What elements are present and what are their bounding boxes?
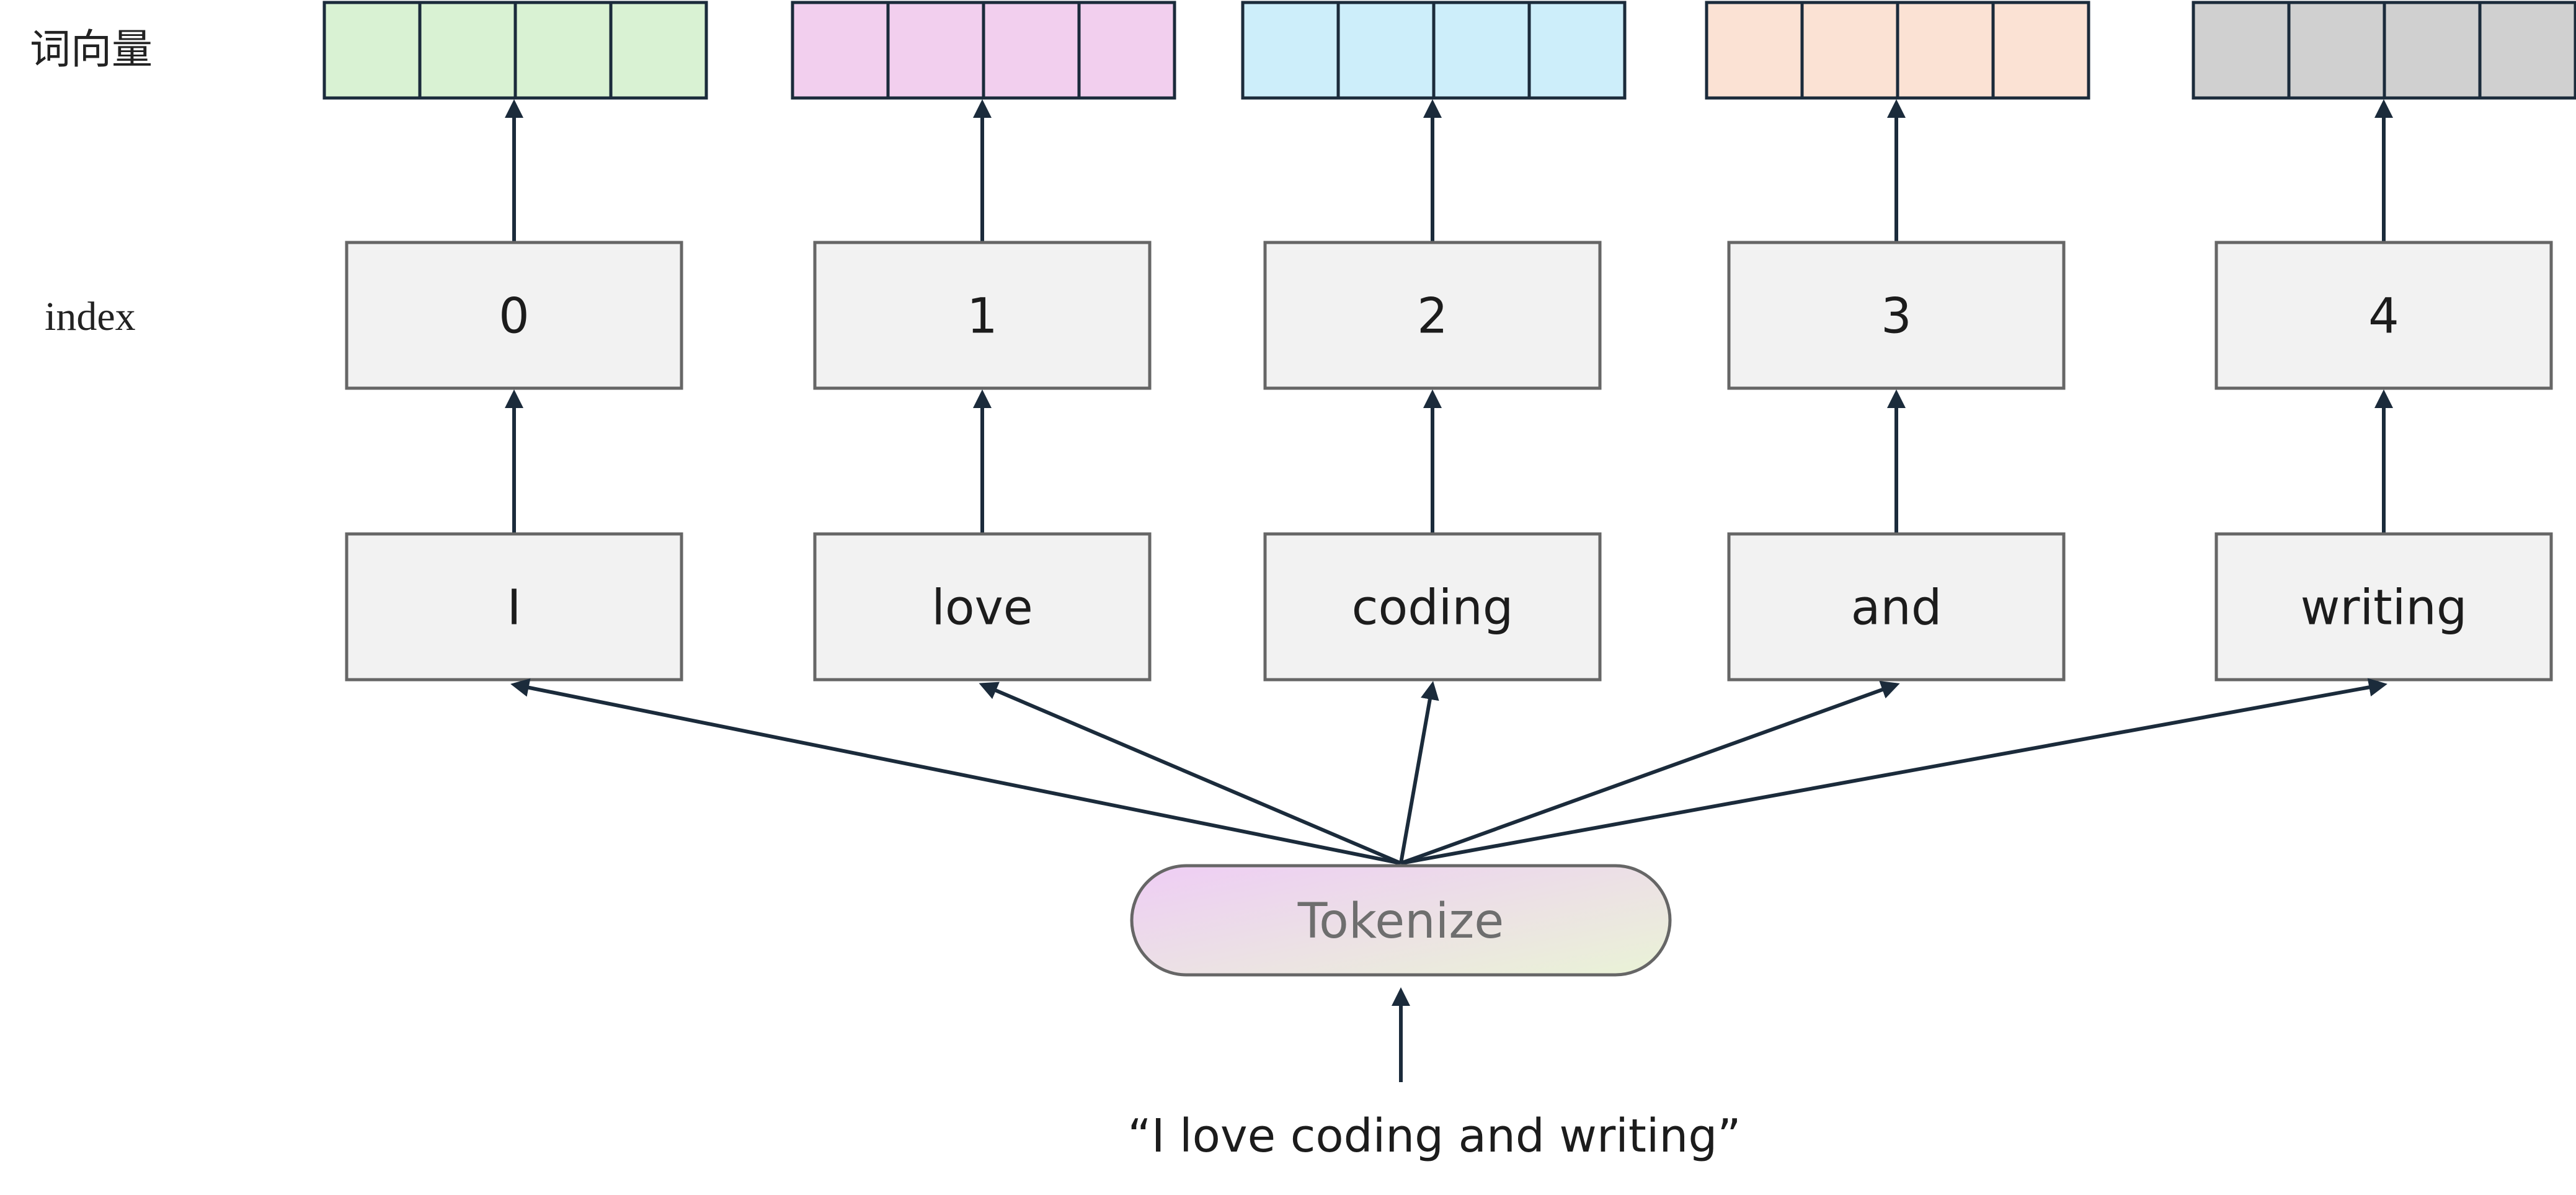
vector-cell — [2192, 1, 2291, 100]
tokenizer-to-word-arrow — [510, 678, 1401, 865]
vector-cell — [1991, 1, 2090, 100]
index-value: 1 — [967, 289, 998, 345]
vector-cell — [1077, 1, 1176, 100]
vector-cell — [982, 1, 1081, 100]
tokenizer-to-word-arrow — [1400, 681, 1900, 865]
index-value: 3 — [1881, 289, 1912, 345]
vector-cell — [1432, 1, 1531, 100]
vector-cell — [1705, 1, 1804, 100]
tokenizer-label: Tokenize — [1297, 894, 1504, 949]
vector-cell — [322, 1, 422, 100]
vector-cell — [791, 1, 890, 100]
word-token: I — [507, 580, 521, 636]
vector-cell — [886, 1, 985, 100]
word-token: writing — [2301, 580, 2467, 636]
vector-cell — [1896, 1, 1995, 100]
index-value: 2 — [1417, 289, 1448, 345]
vector-cell — [1527, 1, 1627, 100]
word-vector — [1705, 1, 2090, 100]
tokenizer-to-word-arrow — [979, 682, 1402, 865]
vector-cell — [2383, 1, 2482, 100]
index-value: 0 — [499, 289, 530, 345]
word-token: coding — [1352, 580, 1514, 636]
word-box — [813, 532, 1152, 682]
token-column: 1 love — [791, 1, 1176, 682]
token-column: 4 writing — [2192, 1, 2576, 682]
vector-cell — [609, 1, 708, 100]
word-box — [1263, 532, 1602, 682]
index-box — [345, 241, 683, 390]
vector-cell — [2478, 1, 2576, 100]
word-vector — [2192, 1, 2576, 100]
vector-cell — [2287, 1, 2386, 100]
word-box — [1727, 532, 2066, 682]
word-vector — [791, 1, 1176, 100]
vector-cell — [1800, 1, 1899, 100]
vector-row-label: 词向量 — [30, 25, 153, 73]
word-vector — [322, 1, 708, 100]
tokenizer-to-word-arrow — [1399, 681, 1439, 864]
index-box — [813, 241, 1152, 390]
token-column: 0I — [322, 1, 708, 682]
index-row-label: index — [45, 294, 136, 339]
vector-cell — [513, 1, 613, 100]
tokenizer-output-arrows — [510, 678, 2387, 865]
index-box — [2214, 241, 2553, 390]
tokenizer-node: Tokenize — [1130, 864, 1672, 977]
word-vector — [1241, 1, 1627, 100]
word-box — [2214, 532, 2553, 682]
tokenizer-to-word-arrow — [1400, 678, 2387, 865]
word-token: and — [1851, 580, 1942, 636]
index-box — [1727, 241, 2066, 390]
vector-cell — [1336, 1, 1436, 100]
token-column: 3 and — [1705, 1, 2090, 682]
token-column: 2 coding — [1241, 1, 1627, 682]
vector-cell — [418, 1, 517, 100]
input-sentence: “I love coding and writing” — [1127, 1109, 1741, 1163]
word-token: love — [931, 580, 1033, 636]
index-box — [1263, 241, 1602, 390]
vector-cell — [1241, 1, 1340, 100]
tokenizer-pill — [1130, 864, 1672, 977]
word-box — [345, 532, 683, 682]
index-value: 4 — [2368, 289, 2399, 345]
